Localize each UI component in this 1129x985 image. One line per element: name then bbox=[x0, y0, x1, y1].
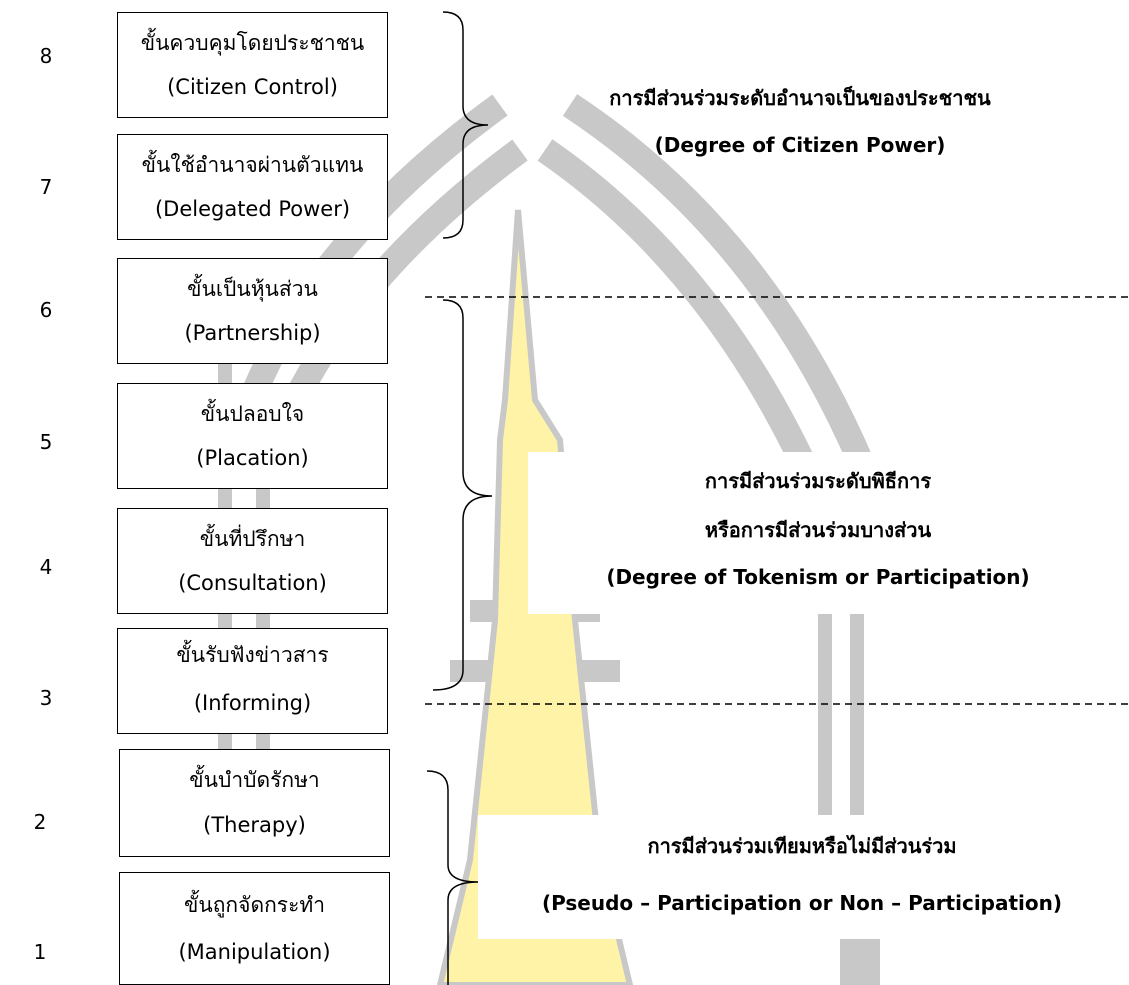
group-non-participation: การมีส่วนร่วมเทียมหรือไม่มีส่วนร่วม (Pse… bbox=[478, 815, 1126, 939]
rung-number: 8 bbox=[39, 44, 53, 68]
rung-thai-label: ขั้นควบคุมโดยประชาชน bbox=[140, 30, 365, 55]
rung-thai-label: ขั้นที่ปรึกษา bbox=[199, 526, 306, 551]
brace-citizen-power bbox=[442, 11, 489, 239]
rung-english-label: (Delegated Power) bbox=[154, 196, 351, 221]
group-thai-label: การมีส่วนร่วมระดับอำนาจเป็นของประชาชน bbox=[609, 86, 991, 110]
rung-placation: ขั้นปลอบใจ (Placation) bbox=[117, 383, 388, 489]
group-thai-label: การมีส่วนร่วมเทียมหรือไม่มีส่วนร่วม bbox=[647, 834, 957, 858]
group-english-label: (Degree of Citizen Power) bbox=[654, 133, 946, 157]
rung-number: 2 bbox=[33, 810, 47, 834]
group-english-label: (Pseudo – Participation or Non – Partici… bbox=[541, 891, 1063, 915]
rung-english-label: (Placation) bbox=[196, 445, 309, 470]
rung-thai-label: ขั้นถูกจัดกระทำ bbox=[184, 892, 325, 917]
rung-manipulation: ขั้นถูกจัดกระทำ (Manipulation) bbox=[119, 872, 390, 985]
brace-tokenism bbox=[432, 299, 493, 691]
rung-number: 7 bbox=[39, 175, 53, 199]
group-english-label: (Degree of Tokenism or Participation) bbox=[606, 565, 1030, 589]
rung-number: 3 bbox=[39, 686, 53, 710]
rung-english-label: (Therapy) bbox=[203, 813, 306, 838]
rung-thai-label: ขั้นรับฟังข่าวสาร bbox=[176, 642, 329, 667]
rung-consultation: ขั้นที่ปรึกษา (Consultation) bbox=[117, 508, 388, 614]
brace-non-participation bbox=[426, 770, 479, 985]
rung-english-label: (Manipulation) bbox=[178, 940, 331, 965]
group-citizen-power: การมีส่วนร่วมระดับอำนาจเป็นของประชาชน (D… bbox=[520, 70, 1080, 164]
rung-thai-label: ขั้นปลอบใจ bbox=[200, 401, 305, 426]
rung-number: 4 bbox=[39, 555, 53, 579]
rung-english-label: (Informing) bbox=[193, 690, 312, 715]
rung-citizen-control: ขั้นควบคุมโดยประชาชน (Citizen Control) bbox=[117, 12, 388, 118]
rung-english-label: (Partnership) bbox=[184, 320, 321, 345]
rung-number: 1 bbox=[33, 940, 47, 964]
group-thai-label-line1: การมีส่วนร่วมระดับพิธีการ bbox=[704, 469, 932, 493]
rung-english-label: (Citizen Control) bbox=[167, 74, 338, 99]
rung-thai-label: ขั้นเป็นหุ้นส่วน bbox=[187, 276, 318, 301]
rung-therapy: ขั้นบำบัดรักษา (Therapy) bbox=[119, 749, 390, 857]
rung-thai-label: ขั้นบำบัดรักษา bbox=[189, 768, 320, 793]
rung-thai-label: ขั้นใช้อำนาจผ่านตัวแทน bbox=[141, 152, 364, 177]
group-tokenism: การมีส่วนร่วมระดับพิธีการ หรือการมีส่วนร… bbox=[528, 452, 1108, 614]
group-thai-label-line2: หรือการมีส่วนร่วมบางส่วน bbox=[704, 518, 932, 542]
rung-english-label: (Consultation) bbox=[178, 570, 327, 595]
rung-delegated-power: ขั้นใช้อำนาจผ่านตัวแทน (Delegated Power) bbox=[117, 134, 388, 240]
rung-partnership: ขั้นเป็นหุ้นส่วน (Partnership) bbox=[117, 258, 388, 364]
rung-number: 6 bbox=[39, 298, 53, 322]
rung-informing: ขั้นรับฟังข่าวสาร (Informing) bbox=[117, 628, 388, 734]
rung-number: 5 bbox=[39, 430, 53, 454]
